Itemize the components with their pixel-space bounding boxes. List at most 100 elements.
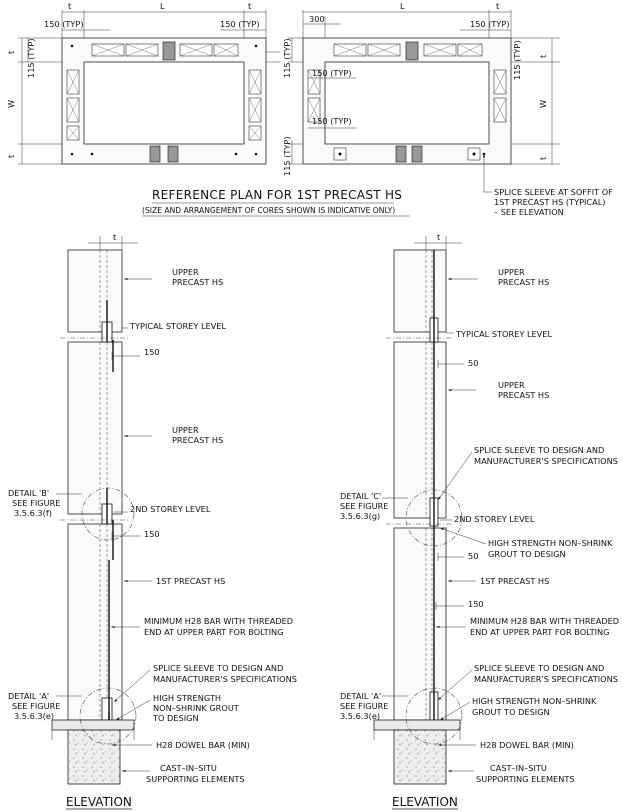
plan-right-note-splice-1: SPLICE SLEEVE AT SOFFIT OF	[494, 187, 613, 197]
elev-right-detail-c-1: DETAIL 'C'	[340, 491, 381, 501]
elev-right-cast-1: CAST–IN–SITU	[490, 763, 547, 773]
elev-right-dowel: H28 DOWEL BAR (MIN)	[480, 740, 574, 750]
plan-right-note-splice-3: – SEE ELEVATION	[494, 207, 564, 217]
elev-right-first-precast: 1ST PRECAST HS	[480, 576, 549, 586]
plan-right-note-splice-2: 1ST PRECAST HS (TYPICAL)	[494, 197, 606, 207]
elev-left-upper-precast-1b: PRECAST HS	[172, 277, 223, 287]
elev-left-upper-panel-1	[67, 249, 123, 333]
plan-left: t L 150 (TYP) 150 (TYP) t 115 (TYP) t W …	[6, 1, 280, 165]
elev-right-min-bar-1: MINIMUM H28 BAR WITH THREADED	[470, 616, 619, 626]
plan-title: REFERENCE PLAN FOR 1ST PRECAST HS	[152, 188, 402, 202]
elev-right-detail-c-3: 3.5.6.3(g)	[340, 511, 380, 521]
elev-right-detail-a-circle	[405, 687, 463, 745]
elev-left-detail-a-3: 3.5.6.3(e)	[14, 711, 54, 721]
elev-right-dim-150: 150	[468, 599, 484, 609]
plan-right-dim-t-right: t	[538, 54, 548, 58]
plan-left-cores	[66, 41, 262, 163]
elev-left-first-panel	[67, 523, 123, 721]
plan-right: 300 L t 150 (TYP) 115 (TYP) 115 (TYP) 15…	[282, 1, 613, 217]
elev-right-upper-panel-2	[393, 341, 447, 519]
plan-left-inner	[83, 61, 245, 145]
elev-right-second-storey: 2ND STOREY LEVEL	[454, 514, 535, 524]
elev-right-splice-top-1: SPLICE SLEEVE TO DESIGN AND	[474, 445, 604, 455]
elev-left-detail-b-2: SEE FIGURE	[12, 498, 60, 508]
plan-left-dim-150-left: 150 (TYP)	[44, 19, 84, 29]
elev-left-cast-in-situ	[67, 729, 121, 785]
elev-left-first-precast: 1ST PRECAST HS	[156, 576, 225, 586]
elev-left-grout-2: NON–SHRINK GROUT	[153, 703, 240, 713]
elev-right-grout-top-2: GROUT TO DESIGN	[488, 549, 566, 559]
elev-left-cast-1: CAST–IN–SITU	[160, 763, 217, 773]
elev-right-grout-1: HIGH STRENGTH NON–SHRINK	[472, 696, 597, 706]
plan-right-dim-150-low: 150 (TYP)	[312, 116, 352, 126]
elev-left-detail-b-1: DETAIL 'B'	[8, 488, 49, 498]
plan-right-dim-115-right: 115 (TYP)	[512, 40, 522, 80]
elev-left-dim-150-b: 150	[144, 529, 160, 539]
elev-right-dim-t: t	[437, 232, 441, 242]
plan-right-dim-115-bottom: 115 (TYP)	[282, 136, 292, 176]
plan-left-dim-t-left: t	[6, 50, 16, 54]
elev-left-cast-2: SUPPORTING ELEMENTS	[146, 774, 245, 784]
plan-left-dim-L: L	[160, 1, 165, 11]
plan-left-dim-t-top: t	[68, 1, 72, 11]
elev-right-splice-top-2: MANUFACTURER'S SPECIFICATIONS	[474, 456, 618, 466]
elev-left-dowel: H28 DOWEL BAR (MIN)	[156, 740, 250, 750]
plan-right-dim-t-bottom: t	[538, 156, 548, 160]
elevation-right: t UPPER PRECAST HS TYPICAL STOREY LEVEL …	[340, 232, 619, 810]
plan-right-dim-t-top: t	[496, 1, 500, 11]
elev-left-detail-a-2: SEE FIGURE	[12, 701, 60, 711]
elev-right-min-bar-2: END AT UPPER PART FOR BOLTING	[470, 627, 610, 637]
elev-right-slab	[373, 719, 461, 731]
elev-right-grout-top-1: HIGH STRENGTH NON–SHRINK	[488, 538, 613, 548]
plan-right-inner	[324, 61, 490, 145]
plan-right-dim-150-top: 150 (TYP)	[470, 19, 510, 29]
elevation-left: t UPPER PRECAST HS TYPICAL STOREY LEVE	[8, 232, 297, 810]
elev-right-first-panel	[393, 527, 447, 721]
elev-right-detail-a-1: DETAIL 'A'	[340, 691, 381, 701]
plan-left-dim-t-right: t	[248, 1, 252, 11]
elev-left-dim-150-a: 150	[144, 347, 160, 357]
elev-left-grout-3: TO DESIGN	[152, 713, 199, 723]
plan-right-dim-150-mid: 150 (TYP)	[312, 68, 352, 78]
elev-left-detail-a-1: DETAIL 'A'	[8, 691, 49, 701]
elev-right-upper-precast-1b: PRECAST HS	[498, 277, 549, 287]
elev-right-upper-precast-2a: UPPER	[498, 380, 525, 390]
elev-left-splice-1: SPLICE SLEEVE TO DESIGN AND	[153, 663, 283, 673]
plan-left-dim-150-right: 150 (TYP)	[220, 19, 260, 29]
elev-right-grout-2: GROUT TO DESIGN	[472, 707, 550, 717]
elev-left-upper-precast-2b: PRECAST HS	[172, 435, 223, 445]
elev-right-upper-precast-1a: UPPER	[498, 267, 525, 277]
elev-right-upper-precast-2b: PRECAST HS	[498, 390, 549, 400]
elev-right-splice-1: SPLICE SLEEVE TO DESIGN AND	[474, 663, 604, 673]
plan-right-dim-W: W	[538, 100, 548, 108]
elev-right-detail-c-2: SEE FIGURE	[340, 501, 388, 511]
elev-right-typical-storey: TYPICAL STOREY LEVEL	[455, 329, 552, 339]
elev-left-splice-2: MANUFACTURER'S SPECIFICATIONS	[153, 674, 297, 684]
elev-left-min-bar-1: MINIMUM H28 BAR WITH THREADED	[144, 616, 293, 626]
elev-left-detail-b-3: 3.5.6.3(f)	[14, 508, 52, 518]
plan-right-dim-115-left: 115 (TYP)	[282, 38, 292, 78]
elev-left-grout-1: HIGH STRENGTH	[153, 693, 221, 703]
elev-right-cast-in-situ	[393, 729, 447, 785]
elev-left-upper-precast-1a: UPPER	[172, 267, 199, 277]
elev-right-label: ELEVATION	[392, 795, 458, 809]
elev-right-detail-a-2: SEE FIGURE	[340, 701, 388, 711]
elev-left-detail-a-circle	[79, 687, 137, 745]
plan-subtitle: (SIZE AND ARRANGEMENT OF CORES SHOWN IS …	[142, 206, 395, 215]
elev-left-min-bar-2: END AT UPPER PART FOR BOLTING	[144, 627, 284, 637]
plan-left-dim-W: W	[6, 100, 16, 108]
elev-right-splice-2: MANUFACTURER'S SPECIFICATIONS	[474, 674, 618, 684]
elev-left-detail-b-circle	[81, 487, 135, 541]
elev-left-label: ELEVATION	[66, 795, 132, 809]
plan-right-cores	[307, 41, 507, 163]
elev-left-second-storey: 2ND STOREY LEVEL	[130, 504, 211, 514]
plan-left-dim-115: 115 (TYP)	[26, 38, 36, 78]
elev-right-dim-50-b: 50	[468, 551, 478, 561]
elev-left-upper-panel-2	[67, 341, 123, 515]
elev-left-dim-t: t	[113, 232, 117, 242]
elev-right-cast-2: SUPPORTING ELEMENTS	[476, 774, 575, 784]
elev-right-detail-c-circle	[405, 489, 463, 547]
elev-right-dim-50-a: 50	[468, 358, 478, 368]
elev-left-typical-storey: TYPICAL STOREY LEVEL	[129, 321, 226, 331]
